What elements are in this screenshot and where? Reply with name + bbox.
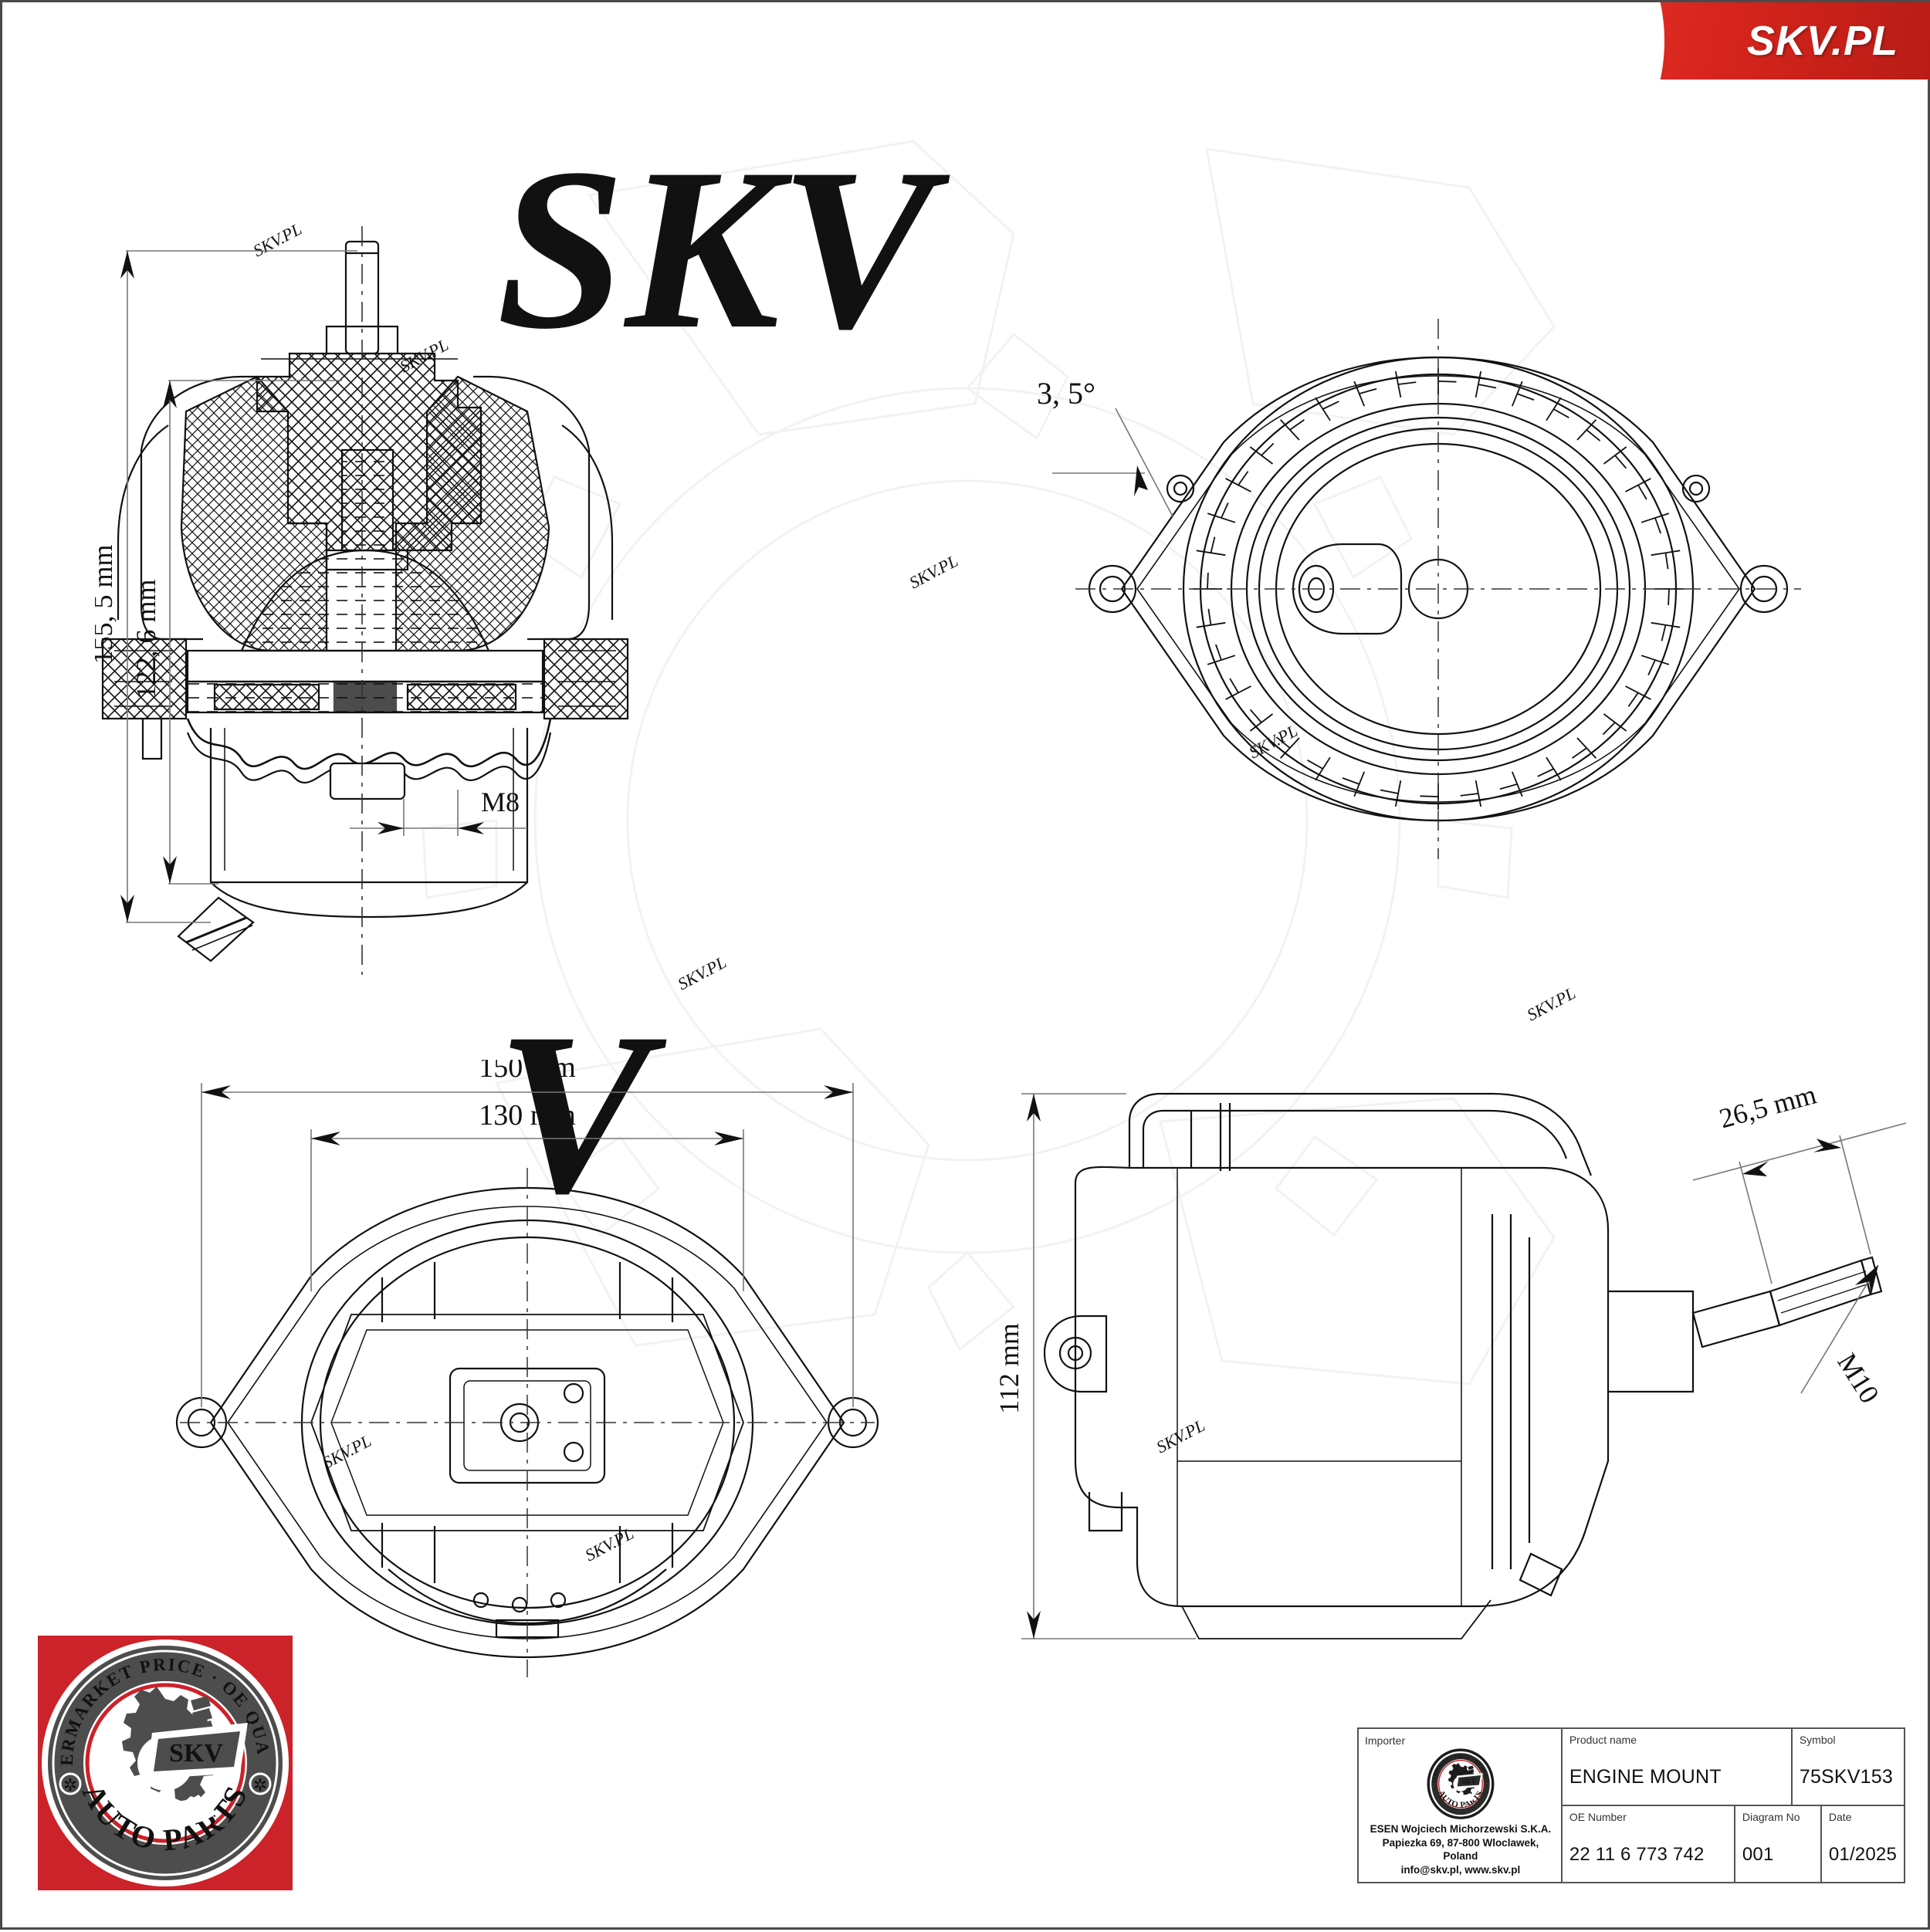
- dim-stud-thread: M10: [1831, 1348, 1885, 1409]
- oe-number-label: OE Number: [1569, 1811, 1627, 1823]
- product-name-cell: Product name ENGINE MOUNT: [1563, 1729, 1791, 1805]
- dim-side-height: 112 mm: [998, 1323, 1024, 1414]
- importer-label: Importer: [1365, 1734, 1406, 1747]
- title-block-importer-cell: Importer AFTERMARKET PRICE · OE QUALITY …: [1359, 1729, 1563, 1882]
- knurl-ring: [1193, 367, 1684, 810]
- importer-seal-icon: AFTERMARKET PRICE · OE QUALITY AUTO PART…: [1424, 1748, 1495, 1820]
- oe-number-cell: OE Number 22 11 6 773 742: [1563, 1806, 1734, 1882]
- dim-stud-length: 26,5 mm: [1716, 1079, 1820, 1135]
- title-block: Importer AFTERMARKET PRICE · OE QUALITY …: [1357, 1727, 1905, 1883]
- view-top-plan: 3, 5°: [1037, 319, 1801, 859]
- product-name-label: Product name: [1569, 1734, 1637, 1746]
- skv-auto-parts-seal: AFTERMARKET PRICE · OE QUALITY AUTO PART…: [31, 1620, 293, 1890]
- symbol-value: 75SKV153: [1799, 1766, 1893, 1788]
- diagram-no-label: Diagram No: [1742, 1811, 1800, 1823]
- dim-angle: 3, 5°: [1037, 376, 1095, 411]
- product-name-value: ENGINE MOUNT: [1569, 1766, 1722, 1788]
- date-cell: Date 01/2025: [1820, 1806, 1904, 1882]
- svg-text:SKV: SKV: [496, 120, 953, 377]
- svg-text:SKV.PL: SKV.PL: [1524, 983, 1579, 1025]
- date-label: Date: [1828, 1811, 1852, 1823]
- view-front-section: 155, 5 mm 122, 6 mm M8: [95, 226, 629, 975]
- importer-line-1: ESEN Wojciech Michorzewski S.K.A.: [1370, 1822, 1552, 1835]
- oe-number-value: 22 11 6 773 742: [1569, 1844, 1705, 1865]
- title-block-row-top: Product name ENGINE MOUNT Symbol 75SKV15…: [1562, 1729, 1904, 1806]
- brand-wordmark: SKV.PL: [1746, 18, 1898, 64]
- title-block-row-bottom: OE Number 22 11 6 773 742 Diagram No 001…: [1563, 1806, 1904, 1882]
- svg-text:V: V: [496, 985, 670, 1241]
- diagram-no-value: 001: [1742, 1844, 1774, 1865]
- diagram-no-cell: Diagram No 001: [1733, 1806, 1820, 1882]
- dim-bolt-thread-lower: M8: [481, 787, 520, 817]
- svg-text:✲: ✲: [253, 1775, 267, 1795]
- skv-header-banner: SKV.PL: [1527, 2, 1930, 80]
- svg-text:✲: ✲: [63, 1775, 77, 1795]
- date-value: 01/2025: [1828, 1844, 1897, 1865]
- dim-inner-width: 130 mm: [479, 1099, 576, 1132]
- svg-text:SKV: SKV: [1461, 1778, 1476, 1785]
- view-bottom-plan: 150 mm 130 mm: [175, 1060, 879, 1677]
- symbol-cell: Symbol 75SKV153: [1790, 1729, 1904, 1805]
- seal-center-text: SKV: [169, 1739, 223, 1768]
- dim-body-height: 122, 6 mm: [130, 579, 161, 699]
- dim-overall-height: 155, 5 mm: [95, 544, 118, 664]
- view-side: 112 mm 26,5 mm M10: [998, 1079, 1907, 1639]
- title-block-fields: Product name ENGINE MOUNT Symbol 75SKV15…: [1562, 1729, 1904, 1882]
- symbol-label: Symbol: [1799, 1734, 1836, 1746]
- dim-overall-width: 150 mm: [479, 1060, 576, 1084]
- importer-line-2: Papiezka 69, 87-800 Wloclawek, Poland: [1382, 1836, 1539, 1863]
- importer-line-3: info@skv.pl, www.skv.pl: [1400, 1864, 1521, 1876]
